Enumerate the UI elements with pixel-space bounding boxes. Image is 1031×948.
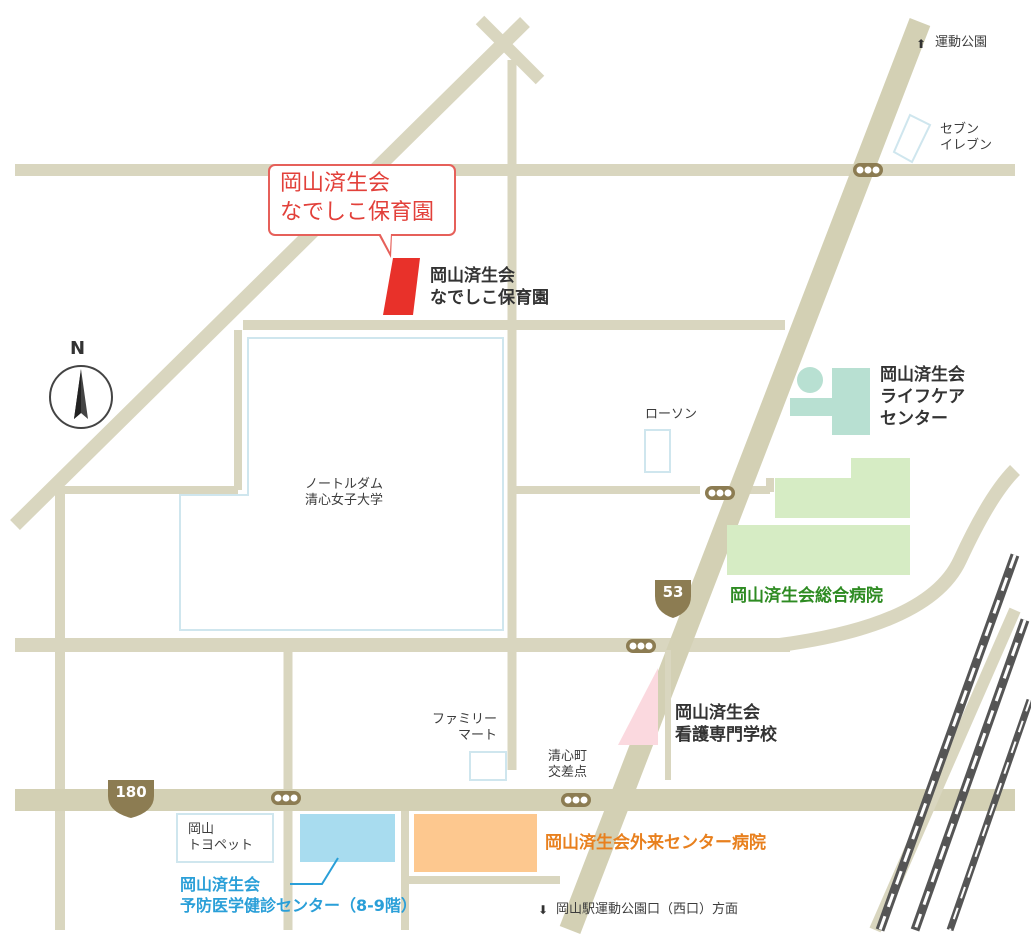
rail-1-dash: [878, 554, 1017, 931]
nursery-building: [383, 258, 420, 315]
route-53-badge: [655, 580, 691, 618]
callout-tail-inner: [380, 233, 391, 252]
lawson-building: [644, 429, 671, 473]
lifecare-circle: [797, 367, 823, 393]
lifecare-line2: ライフケア: [880, 387, 965, 408]
traffic-signal-icon: [705, 486, 735, 500]
intersection-line1: 清心町: [548, 749, 588, 764]
route-badges: [108, 580, 691, 818]
general-hospital-label: 岡山済生会総合病院: [730, 586, 883, 606]
buildings: [176, 113, 932, 872]
toyopet-building: [176, 813, 274, 863]
north-label: N: [70, 338, 86, 359]
road-curve-right: [779, 465, 1021, 652]
roads: [10, 15, 1021, 934]
compass-icon: [49, 365, 113, 429]
familymart-building: [469, 751, 507, 781]
route-180-number: 180: [115, 783, 147, 801]
lifecare-line3: センター: [880, 409, 948, 430]
hospital-building-north: [775, 458, 910, 518]
university-campus: [179, 337, 504, 631]
lawson-label: ローソン: [645, 407, 698, 422]
intersection-label: 清心町 交差点: [548, 749, 587, 782]
university-line2: 清心女子大学: [305, 493, 384, 509]
route-180-badge: [108, 780, 154, 818]
undokoen-label: 運動公園: [935, 35, 988, 50]
nursery-line1: 岡山済生会: [430, 266, 515, 286]
familymart-label: ファミリー マート: [432, 712, 497, 745]
checkup-line2: 予防医学健診センター（8-9階）: [180, 895, 417, 915]
checkup-center-building: [300, 814, 395, 862]
nursing-line2: 看護専門学校: [675, 725, 777, 746]
traffic-signals: [271, 163, 883, 807]
seven-eleven-label: セブン イレブン: [940, 122, 992, 155]
callout-text: 岡山済生会 なでしこ保育園: [280, 170, 434, 227]
seven-eleven-line1: セブン: [940, 122, 980, 137]
outpatient-label: 岡山済生会外来センター病院: [545, 833, 766, 853]
lifecare-line1: 岡山済生会: [880, 365, 965, 385]
arrow-up-icon: ⬆: [916, 37, 927, 51]
checkup-line1: 岡山済生会: [180, 875, 261, 894]
nursery-line2: なでしこ保育園: [430, 288, 549, 309]
callout-box: [268, 164, 456, 236]
route-53-number: 53: [662, 583, 684, 601]
toyopet-line2: トヨペット: [188, 838, 254, 854]
outpatient-building: [414, 814, 537, 872]
callout-line2: なでしこ保育園: [280, 199, 435, 225]
rail-3-dash: [949, 699, 1031, 931]
railway: [875, 553, 1031, 932]
station-direction-label: 岡山駅運動公園口（西口）方面: [556, 902, 739, 917]
seven-eleven-building: [892, 113, 932, 164]
toyopet-line1: 岡山: [188, 822, 215, 837]
nursing-school-label: 岡山済生会 看護専門学校: [675, 702, 777, 746]
callout-line1: 岡山済生会: [280, 171, 391, 196]
checkup-center-label: 岡山済生会 予防医学健診センター（8-9階）: [180, 875, 417, 917]
traffic-signal-icon: [626, 639, 656, 653]
road-diagonal-left: [10, 17, 530, 530]
nursing-line1: 岡山済生会: [675, 703, 760, 723]
university-line1: ノートルダム: [305, 477, 384, 492]
campus-outline: [179, 337, 504, 631]
lifecare-label: 岡山済生会 ライフケア センター: [880, 364, 965, 430]
arrow-down-icon: ⬇: [538, 903, 549, 917]
university-label: ノートルダム 清心女子大学: [305, 477, 383, 510]
seven-eleven-line2: イレブン: [940, 138, 993, 154]
traffic-signal-icon: [271, 791, 301, 805]
road-diagonal-top: [475, 15, 545, 85]
nursery-label: 岡山済生会 なでしこ保育園: [430, 265, 549, 309]
traffic-signal-icon: [561, 793, 591, 807]
toyopet-label: 岡山 トヨペット: [188, 822, 253, 855]
rail-2-dash: [913, 619, 1027, 931]
intersection-line2: 交差点: [548, 765, 588, 781]
nursing-school-building: [618, 668, 658, 745]
traffic-signal-icon: [853, 163, 883, 177]
checkup-leader-line: [290, 857, 339, 885]
familymart-line2: マート: [458, 728, 498, 744]
hospital-building-south: [727, 525, 910, 575]
lifecare-building: [790, 368, 870, 435]
familymart-line1: ファミリー: [432, 712, 498, 727]
